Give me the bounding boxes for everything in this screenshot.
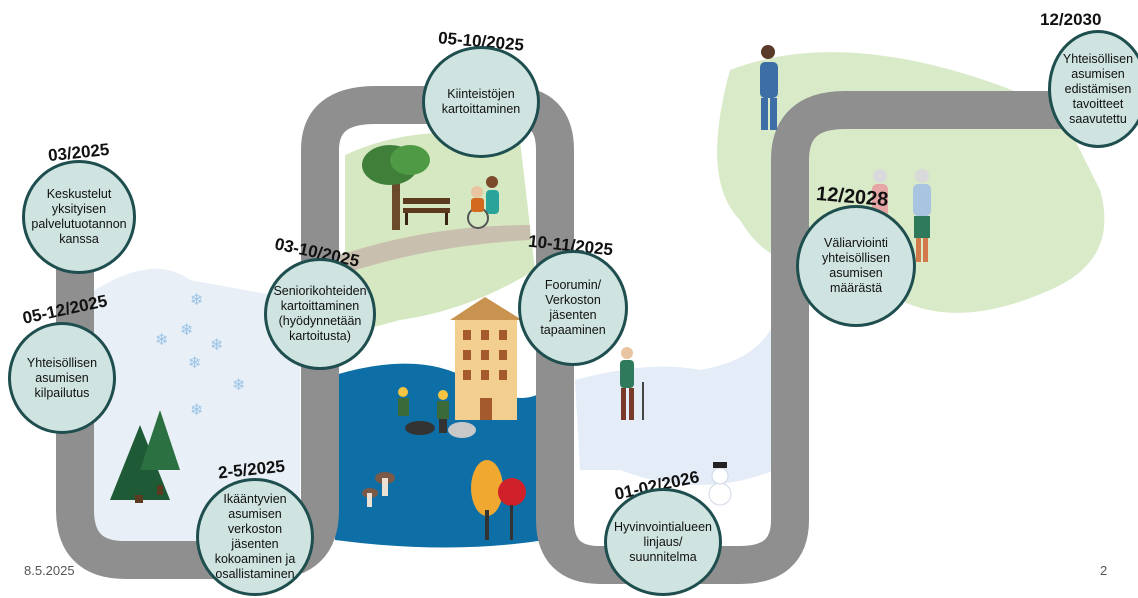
park-path xyxy=(340,225,530,275)
snowman xyxy=(708,462,732,506)
milestone-text-4: Seniorikohteiden kartoittaminen (hyödynn… xyxy=(273,284,367,343)
svg-text:❄: ❄ xyxy=(210,335,223,354)
nurse-figure xyxy=(760,45,778,130)
milestone-text-3: Ikääntyvien asumisen verkoston jäsenten … xyxy=(214,492,296,581)
milestone-text-7: Hyvinvointialueen linjaus/ suunnitelma xyxy=(614,519,712,564)
milestone-3: Ikääntyvien asumisen verkoston jäsenten … xyxy=(196,478,314,596)
milestone-7: Hyvinvointialueen linjaus/ suunnitelma xyxy=(604,488,722,596)
snowflakes: ❄ ❄ ❄ ❄ ❄ ❄ ❄ xyxy=(155,290,245,419)
bench xyxy=(403,198,450,225)
svg-text:❄: ❄ xyxy=(188,353,201,372)
autumn-trees xyxy=(471,460,526,540)
milestone-6: Foorumin/ Verkoston jäsenten tapaaminen xyxy=(518,250,628,366)
elderly-couple-figure xyxy=(872,169,931,262)
svg-text:❄: ❄ xyxy=(155,330,168,349)
page-number: 2 xyxy=(1100,563,1108,578)
elderly-man-figure xyxy=(620,347,644,420)
milestone-1: Keskustelut yksityisen palvelutuotannon … xyxy=(22,160,136,274)
apartment-building xyxy=(450,297,522,420)
construction-workers xyxy=(398,387,476,438)
milestone-4: Seniorikohteiden kartoittaminen (hyödynn… xyxy=(264,258,376,370)
milestone-2: Ikääntyvien asumisen verkoston jäsenten … xyxy=(8,322,116,434)
park-tree xyxy=(362,145,430,230)
milestone-text-6: Foorumin/ Verkoston jäsenten tapaaminen xyxy=(540,278,606,337)
milestone-8: Väliarviointi yhteisöllisen asumisen mää… xyxy=(796,205,916,327)
milestone-text-5: Kiinteistöjen kartoittaminen xyxy=(441,87,521,116)
svg-text:❄: ❄ xyxy=(232,375,245,394)
milestone-9: Yhteisöllisen asumisen edistämisen tavoi… xyxy=(1048,30,1138,148)
milestone-date-9: 12/2030 xyxy=(1040,10,1102,29)
svg-text:❄: ❄ xyxy=(190,400,203,419)
milestone-text-8: Väliarviointi yhteisöllisen asumisen mää… xyxy=(821,236,891,295)
caregiver-figure xyxy=(467,176,499,229)
milestone-text-2-visible: Yhteisöllisen asumisen kilpailutus xyxy=(26,355,98,400)
winter-right-background xyxy=(575,320,775,485)
milestone-5: Kiinteistöjen kartoittaminen xyxy=(422,46,540,158)
milestone-text-9: Yhteisöllisen asumisen edistämisen tavoi… xyxy=(1062,51,1134,126)
svg-text:❄: ❄ xyxy=(180,320,193,339)
milestone-text-1: Keskustelut yksityisen palvelutuotannon … xyxy=(31,187,127,246)
mushrooms xyxy=(362,472,395,507)
slide-date: 8.5.2025 xyxy=(24,563,75,578)
svg-text:❄: ❄ xyxy=(190,290,203,309)
pine-trees xyxy=(110,410,180,503)
